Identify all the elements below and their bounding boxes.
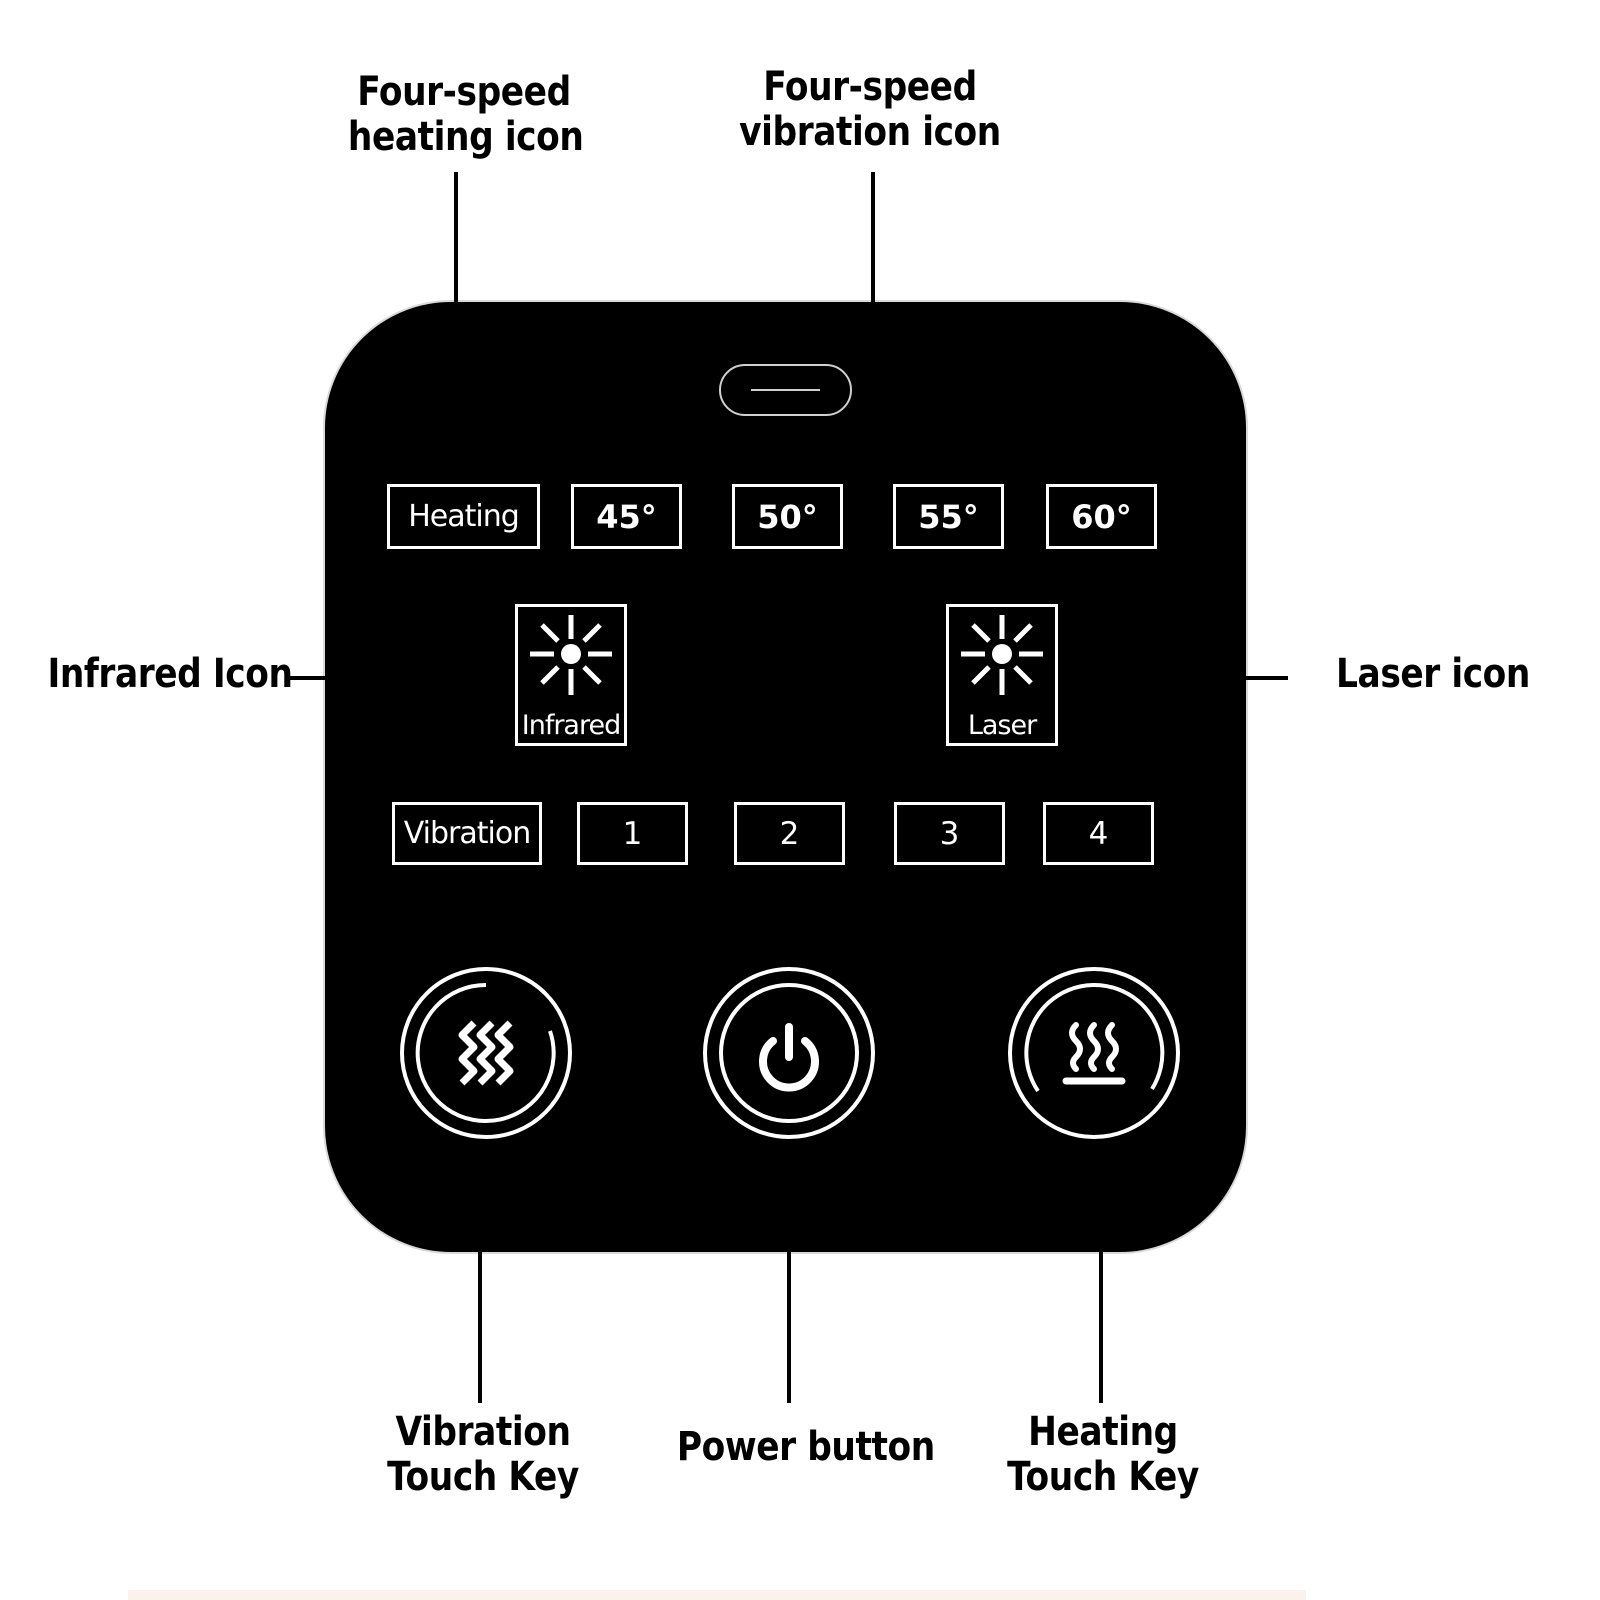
infrared-caption: Infrared xyxy=(521,710,621,741)
bottom-edge-strip xyxy=(128,1590,1306,1600)
infrared-indicator: Infrared xyxy=(515,604,627,746)
leader-line-power-button xyxy=(787,1173,791,1403)
heat-steam-icon xyxy=(1062,1022,1126,1085)
callout-power-button: Power button xyxy=(676,1424,935,1470)
leader-line-heating-key xyxy=(1099,1173,1103,1403)
callout-heating-icon: Four-speed heating icon xyxy=(347,69,584,160)
leader-line-infrared-icon xyxy=(287,676,490,680)
heating-touch-key[interactable] xyxy=(1006,965,1182,1141)
callout-vibration-touch-key: Vibration Touch Key xyxy=(387,1409,579,1500)
vibration-level-3: 3 xyxy=(894,802,1005,865)
laser-caption: Laser xyxy=(967,710,1037,741)
sun-burst-icon xyxy=(961,615,1043,695)
heating-level-4: 60° xyxy=(1046,484,1157,549)
heating-level-3: 55° xyxy=(893,484,1004,549)
leader-line-vibration-icon xyxy=(871,172,875,792)
indicator-slot-line xyxy=(751,389,820,391)
callout-heating-touch-key: Heating Touch Key xyxy=(1007,1409,1199,1500)
vibration-level-1: 1 xyxy=(577,802,688,865)
callout-vibration-icon: Four-speed vibration icon xyxy=(739,64,1001,155)
control-panel xyxy=(323,300,1248,1254)
heating-level-2: 50° xyxy=(732,484,843,549)
callout-infrared-icon: Infrared Icon xyxy=(47,651,293,697)
sun-burst-icon xyxy=(530,615,612,695)
vibration-level-4: 4 xyxy=(1043,802,1154,865)
vibration-label: Vibration xyxy=(392,802,542,865)
power-button[interactable] xyxy=(701,965,877,1141)
vibration-waves-icon xyxy=(458,1020,514,1086)
vibration-touch-key[interactable] xyxy=(398,965,574,1141)
leader-line-vibration-key xyxy=(478,1173,482,1403)
laser-indicator: Laser xyxy=(946,604,1058,746)
leader-line-heating-icon xyxy=(454,172,458,420)
leader-line-laser-icon xyxy=(1142,676,1288,680)
power-icon xyxy=(759,1023,819,1092)
indicator-slot xyxy=(719,364,852,416)
heating-level-1: 45° xyxy=(571,484,682,549)
heating-label: Heating xyxy=(387,484,540,549)
vibration-level-2: 2 xyxy=(734,802,845,865)
callout-laser-icon: Laser icon xyxy=(1336,651,1530,697)
